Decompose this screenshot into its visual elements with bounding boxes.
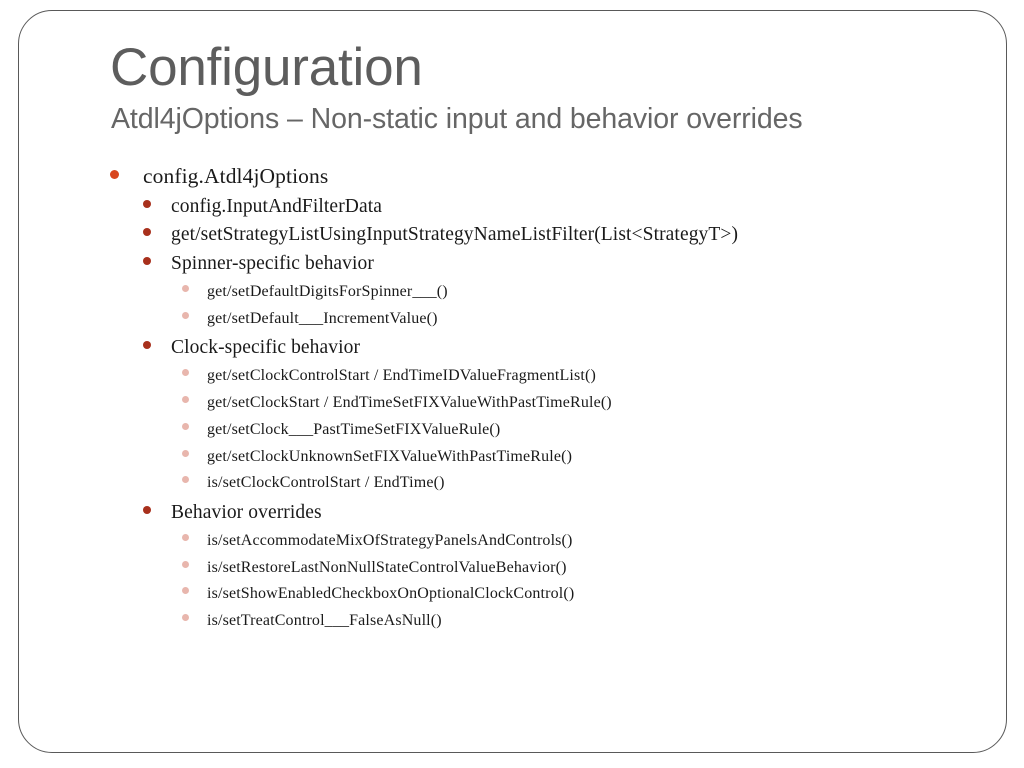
outline-item-label: config.Atdl4jOptions bbox=[143, 164, 329, 188]
outline-item-level3: is/setAccommodateMixOfStrategyPanelsAndC… bbox=[182, 529, 990, 554]
page-title: Configuration bbox=[110, 38, 423, 97]
bullet-icon bbox=[182, 422, 189, 430]
outline-item-label: config.InputAndFilterData bbox=[171, 195, 382, 217]
bullet-icon bbox=[182, 369, 189, 377]
outline-item-label: get/setDefaultDigitsForSpinner___() bbox=[207, 282, 448, 300]
outline-item-level3: get/setDefaultDigitsForSpinner___() bbox=[182, 280, 990, 305]
outline-item-label: Spinner-specific behavior bbox=[171, 253, 374, 275]
bullet-icon bbox=[110, 170, 119, 179]
outline-item-level3: get/setClockUnknownSetFIXValueWithPastTi… bbox=[182, 445, 990, 470]
bullet-icon bbox=[182, 614, 189, 622]
outline-item-label: is/setTreatControl___FalseAsNull() bbox=[207, 612, 442, 630]
outline-item-label: is/setRestoreLastNonNullStateControlValu… bbox=[207, 558, 567, 576]
outline-item-level3: get/setClockControlStart / EndTimeIDValu… bbox=[182, 364, 990, 389]
outline-item-label: Behavior overrides bbox=[171, 502, 322, 524]
bullet-icon bbox=[143, 199, 151, 208]
outline-item-level2: Behavior overrides bbox=[143, 500, 990, 526]
bullet-icon bbox=[182, 284, 189, 292]
outline-item-level2: get/setStrategyListUsingInputStrategyNam… bbox=[143, 222, 990, 248]
bullet-icon bbox=[182, 587, 189, 595]
outline-item-level3: get/setDefault___IncrementValue() bbox=[182, 307, 990, 332]
outline-item-level3: is/setRestoreLastNonNullStateControlValu… bbox=[182, 556, 990, 581]
outline-item-level3: is/setClockControlStart / EndTime() bbox=[182, 471, 990, 496]
outline-item-label: Clock-specific behavior bbox=[171, 337, 361, 359]
bullet-icon bbox=[182, 476, 189, 484]
outline-item-label: is/setClockControlStart / EndTime() bbox=[207, 474, 445, 492]
outline-item-label: get/setClockStart / EndTimeSetFIXValueWi… bbox=[207, 393, 612, 411]
bullet-icon bbox=[143, 341, 151, 350]
slide-header: Configuration Atdl4jOptions – Non-static… bbox=[110, 38, 990, 136]
bullet-icon bbox=[143, 228, 151, 237]
bullet-icon bbox=[182, 395, 189, 403]
outline-item-label: is/setAccommodateMixOfStrategyPanelsAndC… bbox=[207, 531, 573, 549]
bullet-icon bbox=[143, 506, 151, 515]
outline-item-label: get/setClockControlStart / EndTimeIDValu… bbox=[207, 367, 596, 385]
outline-item-level3: get/setClock___PastTimeSetFIXValueRule() bbox=[182, 418, 990, 443]
outline-item-level2: config.InputAndFilterData bbox=[143, 194, 990, 220]
outline-item-level1: config.Atdl4jOptions bbox=[110, 162, 990, 191]
outline-item-label: get/setStrategyListUsingInputStrategyNam… bbox=[171, 224, 739, 246]
outline-item-label: is/setShowEnabledCheckboxOnOptionalClock… bbox=[207, 585, 575, 603]
outline-item-level3: is/setShowEnabledCheckboxOnOptionalClock… bbox=[182, 582, 990, 607]
bullet-icon bbox=[143, 257, 151, 266]
outline-item-label: get/setClockUnknownSetFIXValueWithPastTi… bbox=[207, 447, 573, 465]
outline-item-level3: is/setTreatControl___FalseAsNull() bbox=[182, 609, 990, 634]
outline-item-label: get/setClock___PastTimeSetFIXValueRule() bbox=[207, 420, 501, 438]
bullet-icon bbox=[182, 449, 189, 457]
bullet-icon bbox=[182, 560, 189, 568]
outline-item-label: get/setDefault___IncrementValue() bbox=[207, 309, 438, 327]
outline-item-level2: Spinner-specific behavior bbox=[143, 251, 990, 277]
outline-item-level3: get/setClockStart / EndTimeSetFIXValueWi… bbox=[182, 391, 990, 416]
outline-item-level2: Clock-specific behavior bbox=[143, 335, 990, 361]
bullet-icon bbox=[182, 311, 189, 319]
outline-list: config.Atdl4jOptions config.InputAndFilte… bbox=[110, 162, 990, 636]
page-subtitle: Atdl4jOptions – Non-static input and beh… bbox=[111, 103, 803, 136]
bullet-icon bbox=[182, 533, 189, 541]
